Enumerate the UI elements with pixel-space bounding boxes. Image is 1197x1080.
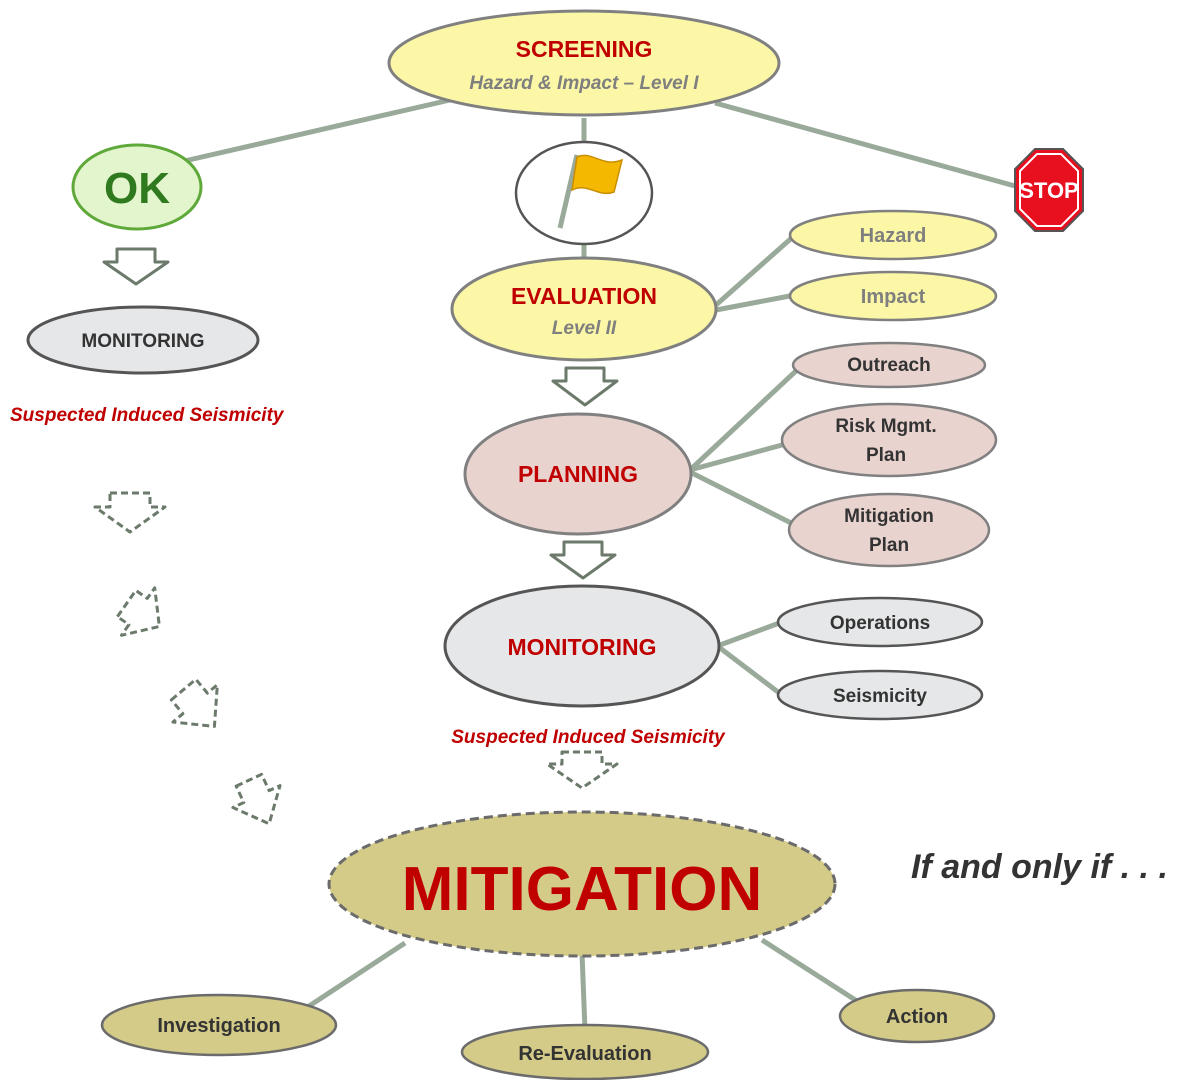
investigation-node[interactable]: Investigation [100, 993, 338, 1057]
connector-evaluation-impact [715, 292, 796, 313]
connector-screening-stop [714, 100, 1016, 189]
connector-monitoring-operations [719, 619, 783, 648]
monitoring-main-node[interactable]: MONITORING [443, 584, 721, 708]
monitoring-left-title: MONITORING [81, 331, 204, 352]
action-label: Action [886, 1006, 948, 1028]
arrow-down-icon [102, 247, 170, 286]
suspected-seismicity-center: Suspected Induced Seismicity [451, 727, 726, 748]
connector-planning-outreach [688, 368, 799, 472]
planning-node[interactable]: PLANNING [463, 412, 693, 536]
suspected-seismicity-left: Suspected Induced Seismicity [10, 405, 284, 426]
mitigation-plan-label-line2: Plan [869, 535, 909, 556]
dashed-arrows [93, 491, 619, 826]
connector-planning-risk [689, 442, 783, 473]
screening-node[interactable]: SCREENING Hazard & Impact – Level I [387, 9, 781, 117]
planning-title: PLANNING [518, 461, 638, 487]
solid-arrows [102, 247, 619, 580]
mitigation-plan-node[interactable]: Mitigation Plan [787, 492, 991, 568]
flag-pole [557, 154, 580, 229]
operations-label: Operations [830, 613, 930, 634]
seismicity-label: Seismicity [833, 686, 927, 707]
dashed-arrow-down-icon [545, 750, 619, 790]
flag-node [514, 140, 654, 246]
monitoring-main-title: MONITORING [507, 634, 656, 660]
dashed-arrow-diagonal-icon [169, 677, 219, 728]
risk-mgmt-label-line2: Plan [866, 445, 906, 466]
stop-sign-icon [1014, 148, 1084, 232]
mitigation-title: MITIGATION [402, 855, 762, 924]
hazard-label: Hazard [860, 225, 927, 247]
connector-mitigation-investigation [298, 940, 407, 1015]
seismicity-node[interactable]: Seismicity [776, 669, 984, 721]
connector-planning-mitigation-plan [688, 469, 797, 528]
monitoring-left-node[interactable]: MONITORING [26, 305, 260, 375]
investigation-label: Investigation [157, 1015, 280, 1037]
risk-mgmt-label-line1: Risk Mgmt. [835, 416, 936, 437]
connector-evaluation-hazard [714, 233, 797, 307]
dashed-arrow-diagonal-icon [231, 772, 282, 826]
outreach-label: Outreach [847, 355, 930, 376]
ok-label: OK [104, 164, 170, 213]
flag-icon [571, 154, 624, 195]
operations-node[interactable]: Operations [776, 596, 984, 648]
ok-node[interactable]: OK [71, 143, 203, 231]
outreach-node[interactable]: Outreach [791, 341, 987, 389]
dashed-arrow-down-icon [93, 491, 167, 534]
connector-screening-ok [179, 97, 451, 165]
risk-mgmt-plan-node[interactable]: Risk Mgmt. Plan [780, 402, 998, 478]
evaluation-subtitle: Level II [552, 318, 617, 339]
impact-node[interactable]: Impact [788, 270, 998, 322]
connector-mitigation-action [760, 937, 862, 1006]
reevaluation-node[interactable]: Re-Evaluation [460, 1023, 710, 1080]
screening-title: SCREENING [516, 36, 653, 62]
reevaluation-label: Re-Evaluation [518, 1043, 651, 1065]
action-node[interactable]: Action [838, 988, 996, 1044]
arrow-down-icon [551, 366, 619, 407]
mitigation-node[interactable]: MITIGATION [327, 810, 837, 958]
screening-subtitle: Hazard & Impact – Level I [469, 73, 699, 94]
connector-monitoring-seismicity [718, 646, 784, 697]
hazard-node[interactable]: Hazard [788, 209, 998, 261]
evaluation-title: EVALUATION [511, 283, 657, 309]
arrow-down-icon [549, 540, 617, 580]
stop-label: STOP [1019, 178, 1079, 203]
connectors [179, 97, 1016, 1031]
evaluation-node[interactable]: EVALUATION Level II [450, 256, 718, 362]
connector-mitigation-reevaluation [579, 952, 588, 1031]
mitigation-plan-label-line1: Mitigation [844, 506, 934, 527]
stop-sign: STOP [1014, 148, 1084, 232]
dashed-arrow-diagonal-icon [115, 586, 161, 637]
impact-label: Impact [861, 286, 926, 308]
condition-text: If and only if . . . [911, 848, 1168, 886]
